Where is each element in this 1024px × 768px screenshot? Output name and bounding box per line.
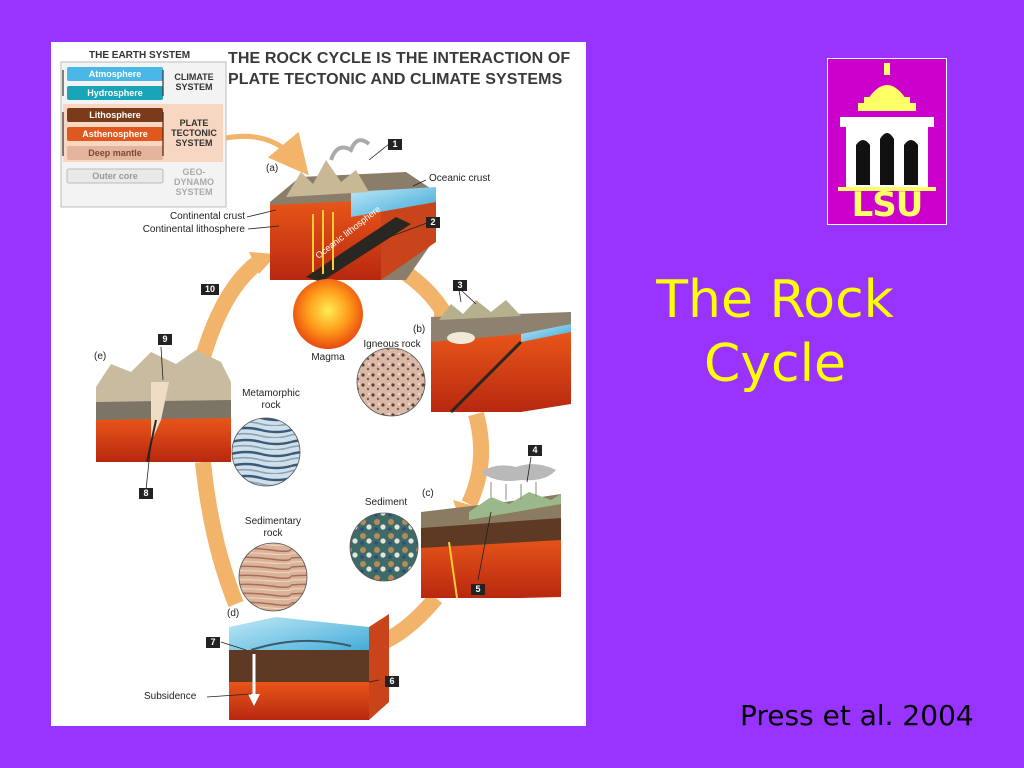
geo-line-3: SYSTEM	[175, 187, 213, 197]
block-e	[96, 350, 231, 463]
metamorphic-rock-sample	[231, 417, 301, 487]
outer-core-layer	[66, 168, 164, 184]
marker-1: 1	[388, 139, 402, 150]
legend-pointer-arrow	[225, 131, 309, 176]
marker-9: 9	[158, 334, 172, 345]
outer-core-label: Outer core	[92, 171, 138, 181]
slide-title-line-2: Cycle	[703, 334, 847, 394]
geo-line-2: DYNAMO	[174, 177, 214, 187]
rock-cycle-figure: THE ROCK CYCLE IS THE INTERACTION OF PLA…	[51, 42, 586, 726]
rock-cycle-diagram	[60, 61, 571, 720]
sedimentary-line-2: rock	[263, 528, 283, 539]
stage-d-label: (d)	[227, 608, 240, 619]
plate-line-1: PLATE	[179, 118, 209, 128]
plate-tectonic-system-label: PLATE TECTONIC SYSTEM	[166, 118, 222, 148]
atmosphere-label: Atmosphere	[88, 69, 142, 79]
marker-2: 2	[426, 217, 440, 228]
arrow-d-to-e	[195, 461, 244, 607]
marker-7: 7	[206, 637, 220, 648]
oceanic-crust-label: Oceanic crust	[429, 173, 491, 184]
sediment-label: Sediment	[364, 497, 408, 508]
arrow-b-to-c	[461, 411, 490, 508]
lsu-logo: LSU	[827, 58, 947, 225]
plate-line-2: TECTONIC	[171, 128, 217, 138]
marker-5: 5	[471, 584, 485, 595]
citation: Press et al. 2004	[740, 699, 974, 732]
stage-c-label: (c)	[422, 488, 434, 499]
subsidence-label: Subsidence	[144, 691, 197, 702]
deep-mantle-label: Deep mantle	[88, 148, 142, 158]
geo-line-1: GEO-	[182, 167, 206, 177]
climate-line-2: SYSTEM	[175, 82, 213, 92]
asthenosphere-label: Asthenosphere	[82, 129, 148, 139]
lithosphere-label: Lithosphere	[89, 110, 141, 120]
lsu-wordmark: LSU	[851, 185, 924, 225]
figure-title: THE ROCK CYCLE IS THE INTERACTION OF PLA…	[228, 50, 571, 88]
hydrosphere-label: Hydrosphere	[87, 88, 143, 98]
stage-a-label: (a)	[266, 163, 279, 174]
magma-circle	[293, 279, 363, 349]
atmosphere-layer	[67, 67, 163, 81]
sedimentary-rock-sample	[238, 542, 308, 612]
sedimentary-line-1: Sedimentary	[244, 516, 302, 527]
hydrosphere-layer	[67, 86, 163, 100]
asthenosphere-layer	[67, 127, 163, 141]
igneous-rock-label: Igneous rock	[363, 339, 421, 350]
marker-10: 10	[201, 284, 219, 295]
slide-title-line-1: The Rock	[656, 270, 894, 330]
plate-line-3: SYSTEM	[175, 138, 213, 148]
metamorphic-rock-label: Metamorphic rock	[231, 388, 311, 412]
metamorphic-line-1: Metamorphic	[242, 388, 300, 399]
igneous-rock-sample	[356, 347, 426, 417]
metamorphic-line-2: rock	[261, 400, 281, 411]
slide-title: The Rock Cycle	[610, 268, 940, 396]
block-b	[431, 300, 571, 414]
marker-6: 6	[385, 676, 399, 687]
block-a	[270, 138, 436, 282]
leader-lines	[145, 143, 532, 698]
marker-8: 8	[139, 488, 153, 499]
earth-system-legend	[60, 61, 227, 208]
geodynamo-system-label: GEO- DYNAMO SYSTEM	[166, 167, 222, 197]
marker-4: 4	[528, 445, 542, 456]
continental-crust-label: Continental crust	[169, 211, 245, 222]
lithosphere-layer	[67, 108, 163, 122]
climate-line-1: CLIMATE	[174, 72, 214, 82]
lsu-memorial-tower-icon	[838, 63, 936, 191]
sediment-sample	[349, 512, 419, 582]
block-c	[421, 464, 561, 599]
sedimentary-rock-label: Sedimentary rock	[233, 516, 313, 540]
stage-b-label: (b)	[413, 324, 426, 335]
arrow-e-to-a	[193, 257, 262, 367]
climate-system-label: CLIMATE SYSTEM	[166, 72, 222, 92]
deep-mantle-layer	[67, 146, 163, 160]
magma-label: Magma	[311, 352, 345, 363]
block-d	[229, 614, 389, 720]
marker-3: 3	[453, 280, 467, 291]
continental-lithosphere-label: Continental lithosphere	[142, 224, 245, 235]
earth-system-heading: THE EARTH SYSTEM	[89, 50, 191, 61]
stage-e-label: (e)	[94, 351, 107, 362]
